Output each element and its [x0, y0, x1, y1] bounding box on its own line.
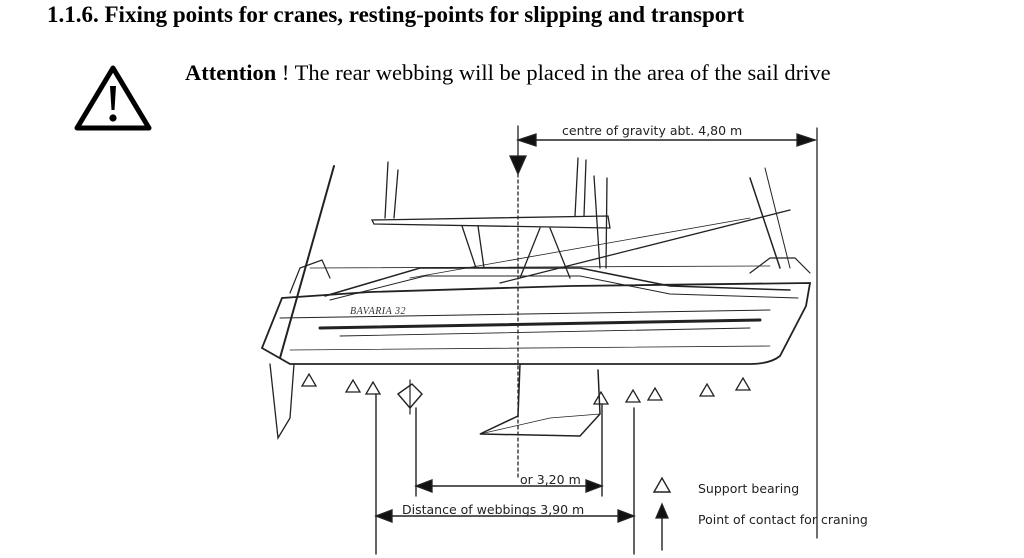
- legend-support-bearing-label: Support bearing: [698, 481, 800, 496]
- crane-arrow-icon: [655, 502, 669, 551]
- centre-of-gravity-label: centre of gravity abt. 4,80 m: [562, 123, 743, 138]
- section-heading: 1.1.6. Fixing points for cranes, resting…: [47, 2, 745, 27]
- attention-label: Attention: [185, 60, 277, 85]
- legend-craning-label: Point of contact for craning: [698, 512, 868, 527]
- boat-drawing: [260, 125, 818, 555]
- hull-name-label: BAVARIA 32: [350, 306, 407, 317]
- support-bearing-markers: [300, 372, 752, 405]
- inner-distance-label: or 3,20 m: [520, 472, 581, 487]
- attention-text: ! The rear webbing will be placed in the…: [276, 60, 831, 85]
- boat-lifting-diagram: centre of gravity abt. 4,80 m BAVARIA 32…: [250, 118, 940, 558]
- support-bearing-triangle-icon: [652, 476, 672, 493]
- attention-notice: Attention ! The rear webbing will be pla…: [185, 60, 831, 86]
- warning-triangle-icon: [74, 65, 152, 131]
- outer-distance-label: Distance of webbings 3,90 m: [402, 502, 585, 517]
